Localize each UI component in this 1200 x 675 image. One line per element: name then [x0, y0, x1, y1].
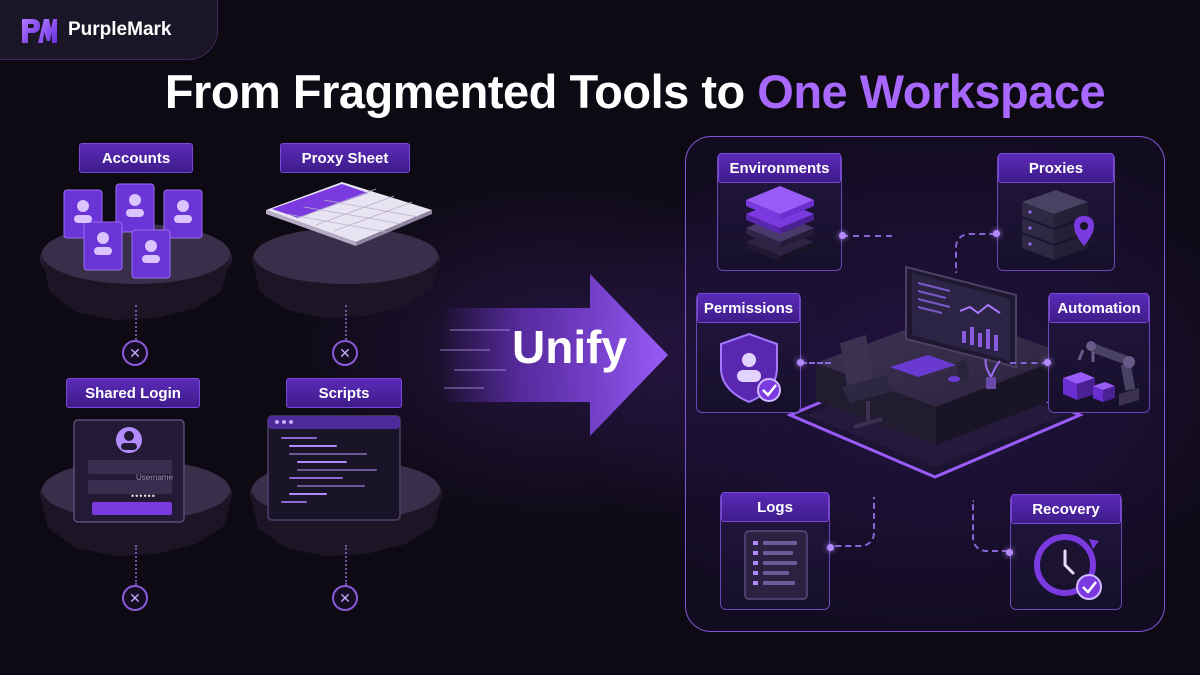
- label-shared-login: Shared Login: [66, 378, 200, 408]
- disconnected-icon: ✕: [122, 585, 148, 611]
- user-cards-icon: [63, 183, 203, 279]
- disconnected-icon: ✕: [332, 340, 358, 366]
- label-scripts: Scripts: [286, 378, 402, 408]
- headline-part1: From Fragmented Tools to: [164, 65, 758, 118]
- connector-dot: [797, 359, 804, 366]
- connector-proxies: [955, 233, 997, 273]
- connector-scripts: [345, 545, 347, 585]
- connector-logs: [830, 497, 875, 547]
- label-automation: Automation: [1049, 293, 1149, 323]
- label-proxies: Proxies: [998, 153, 1114, 183]
- label-logs: Logs: [721, 492, 829, 522]
- disconnected-icon: ✕: [122, 340, 148, 366]
- headline: From Fragmented Tools to One Workspace: [0, 64, 1200, 119]
- robot-arm-icon: [1063, 341, 1139, 406]
- tool-shared-login: Username ••••••: [36, 410, 236, 590]
- island-rock-icon: [252, 228, 440, 318]
- feature-environments: [717, 153, 842, 271]
- workspace-desk-icon: [786, 265, 1084, 479]
- connector-environments: [842, 235, 892, 237]
- tool-accounts: [36, 180, 236, 360]
- connector-accounts: [135, 305, 137, 340]
- shield-user-icon: [720, 332, 781, 404]
- connector-recovery: [972, 500, 1010, 552]
- connector-dot: [827, 544, 834, 551]
- brand-badge: PurpleMark: [0, 0, 218, 60]
- label-proxy-sheet: Proxy Sheet: [280, 143, 410, 173]
- brand-name: PurpleMark: [68, 18, 172, 40]
- server-location-icon: [1022, 190, 1094, 260]
- clock-restore-icon: [1034, 534, 1102, 600]
- headline-part2: One Workspace: [757, 65, 1106, 118]
- pm-logo-icon: [22, 18, 57, 43]
- code-window-icon: [267, 415, 401, 521]
- disconnected-icon: ✕: [332, 585, 358, 611]
- spreadsheet-icon: [266, 182, 432, 246]
- layers-stack-icon: [746, 186, 814, 262]
- log-list-icon: [744, 530, 808, 600]
- feature-logs: [720, 492, 830, 610]
- connector-permissions: [801, 362, 831, 364]
- login-form-icon: [73, 419, 185, 523]
- connector-proxy-sheet: [345, 305, 347, 340]
- password-mask: ••••••: [131, 491, 156, 501]
- connector-automation: [1010, 362, 1048, 364]
- unify-arrow-icon: [440, 270, 672, 440]
- username-placeholder: Username: [136, 473, 173, 482]
- connector-dot: [839, 232, 846, 239]
- connector-dot: [1006, 549, 1013, 556]
- tool-scripts: [246, 410, 446, 590]
- label-environments: Environments: [718, 153, 841, 183]
- label-recovery: Recovery: [1011, 494, 1121, 524]
- connector-dot: [993, 230, 1000, 237]
- label-accounts: Accounts: [79, 143, 193, 173]
- unify-label: Unify: [512, 321, 627, 373]
- label-permissions: Permissions: [697, 293, 800, 323]
- connector-shared-login: [135, 545, 137, 585]
- connector-dot: [1044, 359, 1051, 366]
- tool-proxy-sheet: [246, 180, 446, 360]
